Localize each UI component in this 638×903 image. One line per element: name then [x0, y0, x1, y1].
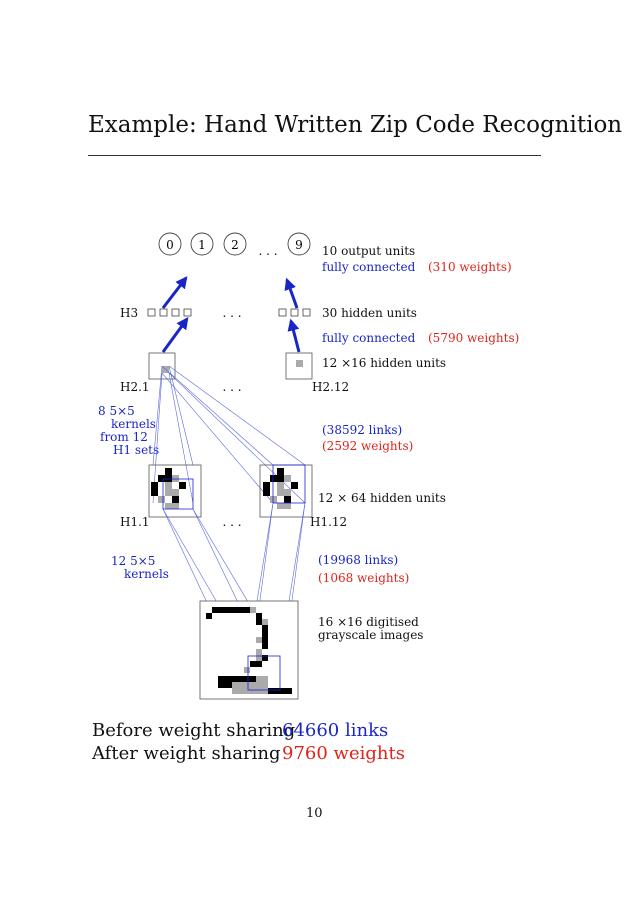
h2-last-label: H2.12: [312, 380, 349, 394]
input-label: 16 ×16 digitised grayscale images: [318, 615, 423, 642]
h3-connection-label: fully connected: [322, 331, 416, 345]
h3-ellipsis: . . .: [222, 306, 241, 320]
h3-units-right: [278, 308, 311, 317]
h2-kernels-note: 8 5×5 kernels from 12 H1 sets: [98, 404, 159, 457]
h1-first-map-pixels: [151, 468, 186, 509]
output-unit-2: 2: [223, 232, 247, 256]
h2-h1-connection-lines: [152, 365, 306, 504]
summary-before-value: 64660 links: [282, 720, 389, 741]
arrow-h2-to-h3-right: [287, 318, 301, 353]
h1-last-map: [259, 464, 313, 518]
h1-last-map-pixels: [263, 468, 298, 509]
h1-kernels-note: 12 5×5 kernels: [111, 554, 169, 581]
output-unit-0: 0: [158, 232, 182, 256]
h1-last-label: H1.12: [310, 515, 347, 529]
h2-first-label: H2.1: [120, 380, 150, 394]
output-units: 0 1 2 . . . 9: [158, 232, 311, 258]
output-count-label: 10 output units: [322, 244, 415, 258]
summary-before-label: Before weight sharing: [92, 720, 296, 741]
h3-name: H3: [120, 306, 138, 320]
output-unit-1: 1: [190, 232, 214, 256]
h2-ellipsis: . . .: [222, 380, 241, 394]
svg-text:8 5×5: 8 5×5: [98, 404, 135, 418]
h1-first-label: H1.1: [120, 515, 150, 529]
input-image: [199, 600, 299, 700]
svg-text:kernels: kernels: [124, 567, 169, 581]
page-number: 10: [306, 806, 323, 821]
output-connection-label: fully connected: [322, 260, 416, 274]
h3-units-left: [147, 308, 192, 317]
h2-weights-label: (2592 weights): [322, 439, 413, 453]
svg-text:grayscale images: grayscale images: [318, 628, 423, 642]
arrow-h2-to-h3-left: [161, 317, 189, 353]
h2-count-label: 12 ×16 hidden units: [322, 356, 446, 370]
h1-first-map: [148, 464, 202, 518]
summary-after-label: After weight sharing: [92, 743, 281, 764]
h2-last-unit: [296, 360, 303, 367]
svg-text:16 ×16 digitised: 16 ×16 digitised: [318, 615, 419, 629]
h1-count-label: 12 × 64 hidden units: [318, 491, 446, 505]
svg-text:9: 9: [295, 238, 303, 252]
arrow-h3-to-output-left: [161, 276, 188, 309]
svg-text:1: 1: [198, 238, 206, 252]
h1-ellipsis: . . .: [222, 515, 241, 529]
input-image-pixels: [206, 607, 292, 694]
svg-text:12 5×5: 12 5×5: [111, 554, 155, 568]
h2-links-label: (38592 links): [322, 423, 402, 437]
svg-text:kernels: kernels: [111, 417, 156, 431]
h3-weights-label: (5790 weights): [428, 331, 519, 345]
h1-links-label: (19968 links): [318, 553, 398, 567]
summary-after-value: 9760 weights: [282, 743, 405, 764]
svg-text:0: 0: [166, 238, 174, 252]
page-title: Example: Hand Written Zip Code Recogniti…: [88, 112, 623, 138]
output-ellipsis: . . .: [258, 244, 277, 258]
svg-text:2: 2: [231, 238, 239, 252]
title-rule: [88, 155, 541, 156]
h1-weights-label: (1068 weights): [318, 571, 409, 585]
output-unit-9: 9: [287, 232, 311, 256]
h3-count-label: 30 hidden units: [322, 306, 417, 320]
svg-text:H1 sets: H1 sets: [113, 443, 159, 457]
output-weights-label: (310 weights): [428, 260, 512, 274]
svg-text:from 12: from 12: [100, 430, 148, 444]
arrow-h3-to-output-right: [284, 277, 299, 309]
